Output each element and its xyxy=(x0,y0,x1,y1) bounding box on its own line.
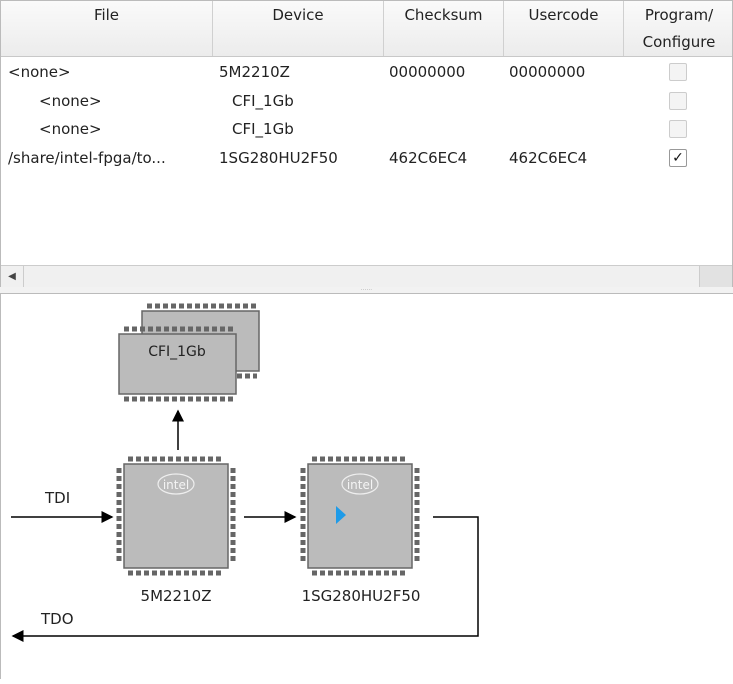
flash-label: CFI_1Gb xyxy=(148,344,206,360)
intel-logo-text: intel xyxy=(347,478,373,492)
usercode-cell: 462C6EC4 xyxy=(509,148,588,167)
usercode-cell: 00000000 xyxy=(509,63,586,81)
file-cell: <none> xyxy=(39,91,102,110)
checksum-cell: 462C6EC4 xyxy=(389,148,468,167)
program-checkbox[interactable]: ✓ xyxy=(669,148,687,167)
file-cell: <none> xyxy=(8,63,71,81)
tdo-arrow xyxy=(11,516,479,642)
intel-logo-icon xyxy=(341,473,379,495)
device-cell: CFI_1Gb xyxy=(232,120,294,138)
file-cell: <none> xyxy=(39,120,102,138)
device-cell: 1SG280HU2F50 xyxy=(219,148,338,167)
checksum-cell: 00000000 xyxy=(389,63,466,81)
chip1-label: 5M2210Z xyxy=(141,587,212,605)
table-row[interactable]: <none> 5M2210Z 00000000 00000000 xyxy=(1,58,732,86)
column-header-file[interactable]: File xyxy=(1,1,213,56)
column-header-usercode[interactable]: Usercode xyxy=(504,1,624,56)
chip-5m2210z[interactable]: intel xyxy=(116,456,236,576)
file-cell: /share/intel-fpga/to... xyxy=(8,148,166,167)
splitter-handle[interactable]: ...... xyxy=(0,286,733,293)
program-checkbox[interactable] xyxy=(669,91,687,110)
device-table: File Device Checksum Usercode Program/Co… xyxy=(0,0,733,287)
horizontal-scrollbar[interactable]: ◀ xyxy=(1,265,732,287)
device-cell: CFI_1Gb xyxy=(232,91,294,110)
column-header-program[interactable]: Program/Configure xyxy=(624,1,733,56)
table-header: File Device Checksum Usercode Program/Co… xyxy=(1,1,732,57)
device-cell: 5M2210Z xyxy=(219,63,290,81)
intel-logo-text: intel xyxy=(163,478,189,492)
selected-device-marker-icon xyxy=(336,506,346,524)
scrollbar-track[interactable] xyxy=(699,266,732,287)
program-checkbox[interactable] xyxy=(669,120,687,138)
flash-device-stack[interactable]: CFI_1Gb xyxy=(118,303,260,402)
configure-label: Configure xyxy=(642,33,716,51)
column-header-device[interactable]: Device xyxy=(213,1,384,56)
table-row[interactable]: <none> CFI_1Gb xyxy=(1,115,732,143)
column-header-checksum[interactable]: Checksum xyxy=(384,1,504,56)
check-icon: ✓ xyxy=(672,149,684,166)
program-checkbox[interactable] xyxy=(669,63,687,81)
jtag-chain-diagram: CFI_1Gb intel intel 5M2210Z 1SG280HU2F50… xyxy=(0,293,733,679)
program-label: Program/ xyxy=(644,6,714,24)
chip2-label: 1SG280HU2F50 xyxy=(302,587,421,605)
intel-logo-icon xyxy=(157,473,195,495)
table-row[interactable]: <none> CFI_1Gb xyxy=(1,87,732,115)
scroll-left-icon[interactable]: ◀ xyxy=(1,266,24,287)
chip-1sg280hu2f50[interactable]: intel xyxy=(300,456,420,576)
tdi-label: TDI xyxy=(44,489,70,507)
table-row[interactable]: /share/intel-fpga/to... 1SG280HU2F50 462… xyxy=(1,144,732,172)
tdo-label: TDO xyxy=(40,610,74,628)
